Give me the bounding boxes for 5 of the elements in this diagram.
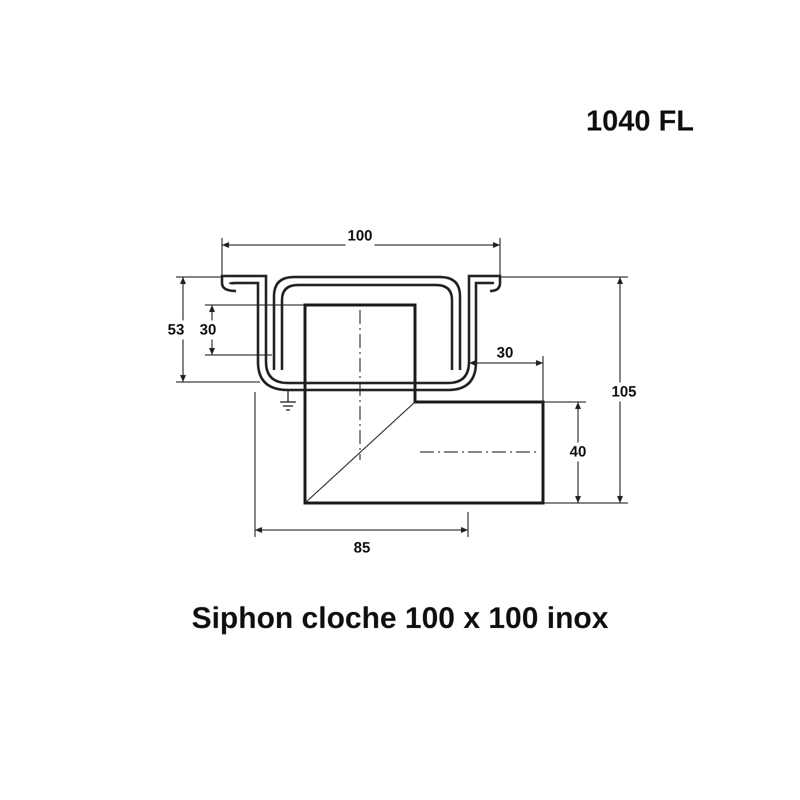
title: Siphon cloche 100 x 100 inox [190,601,610,637]
dimension-label: 30 [198,320,218,340]
dimension-label: 53 [166,320,186,340]
dimension-label: 40 [568,442,588,462]
dimension-label: 105 [609,382,639,402]
